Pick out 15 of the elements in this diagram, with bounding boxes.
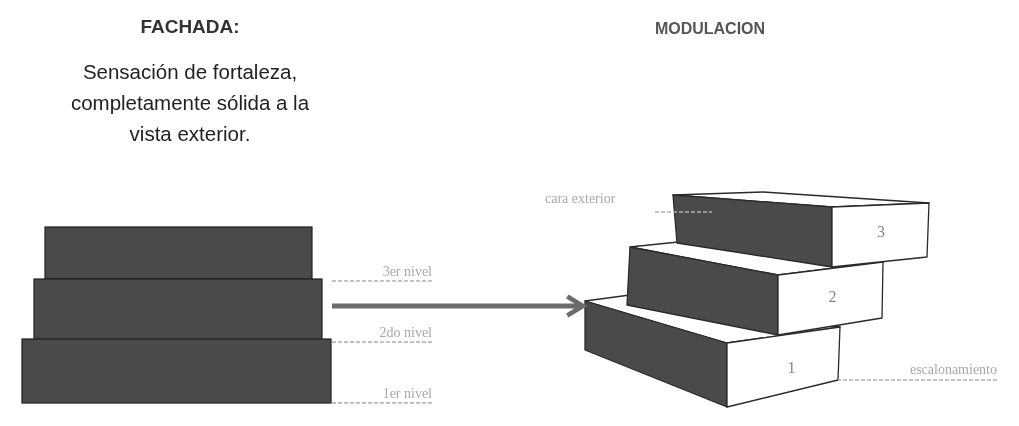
leader-label: cara exterior	[545, 190, 655, 210]
leader-label: 2do nivel	[332, 324, 432, 342]
leader-line	[837, 379, 998, 381]
leader-line	[331, 402, 433, 404]
heading: FACHADA:	[139, 16, 241, 38]
stacked-slabs-drawing	[22, 227, 332, 404]
heading: MODULACION	[653, 20, 767, 38]
leader-label: 1er nivel	[332, 385, 432, 403]
leader-line	[331, 280, 433, 282]
leader-line	[331, 341, 433, 343]
arrow	[332, 294, 586, 318]
description: Sensación de fortaleza, completamente sólida a la vista exterior.	[69, 59, 311, 147]
leader-label: 3er nivel	[332, 263, 432, 281]
leader-line	[654, 211, 713, 213]
leader-label: escalonamiento	[870, 361, 997, 380]
